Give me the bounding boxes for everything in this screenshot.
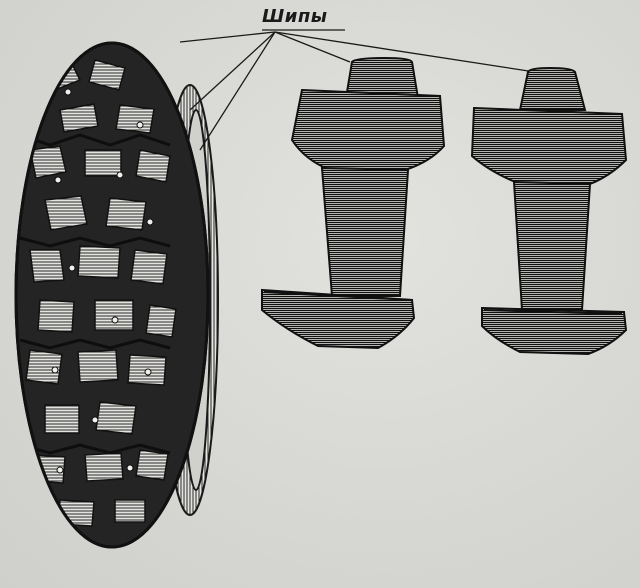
tire-stud-illustration <box>470 66 628 356</box>
tire-stud-illustration <box>261 56 446 350</box>
studded-tire-illustration <box>14 41 219 549</box>
studs-callout-label: Шипы <box>262 6 328 27</box>
callout-leader-lines <box>179 29 536 151</box>
tire-tread-pattern <box>19 59 177 527</box>
